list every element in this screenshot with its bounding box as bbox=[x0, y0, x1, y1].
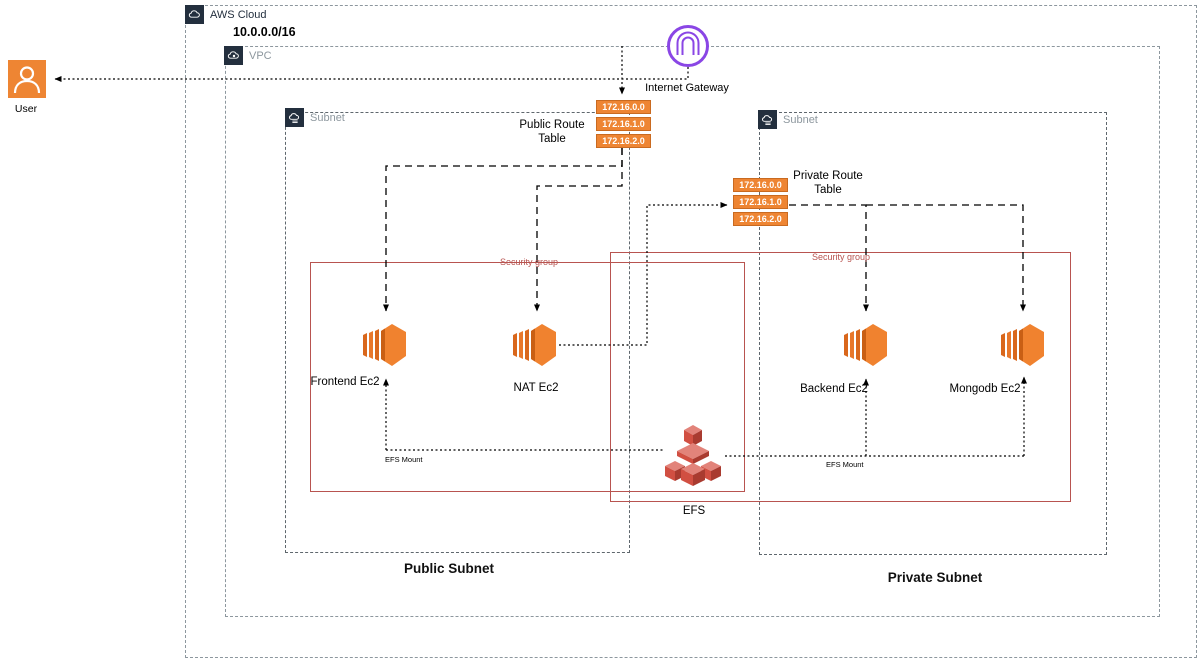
edge-public-rt-to-frontend bbox=[383, 148, 623, 312]
mongodb-ec2-label: Mongodb Ec2 bbox=[949, 383, 1021, 395]
efs-label: EFS bbox=[682, 505, 706, 517]
public-subnet-tag: Subnet bbox=[310, 111, 345, 124]
public-subnet-title: Public Subnet bbox=[403, 561, 495, 576]
vpc-label: VPC bbox=[249, 49, 272, 62]
user-label: User bbox=[14, 103, 38, 115]
public-route-table: 172.16.0.0 172.16.1.0 172.16.2.0 bbox=[596, 100, 651, 151]
private-subnet-title: Private Subnet bbox=[887, 570, 983, 585]
aws-cloud-icon bbox=[185, 5, 204, 24]
route-entry: 172.16.1.0 bbox=[596, 117, 651, 131]
private-subnet-box bbox=[759, 112, 1107, 555]
backend-ec2-icon bbox=[842, 320, 890, 373]
edge-nat-to-private-rt bbox=[559, 202, 728, 346]
route-entry: 172.16.2.0 bbox=[596, 134, 651, 148]
private-security-group-box bbox=[610, 252, 1071, 502]
public-security-group-label: Security group bbox=[500, 257, 559, 267]
route-entry: 172.16.1.0 bbox=[733, 195, 788, 209]
efs-mount-right-label: EFS Mount bbox=[826, 460, 864, 469]
vpc-icon bbox=[224, 46, 243, 65]
route-entry: 172.16.0.0 bbox=[596, 100, 651, 114]
public-subnet-icon bbox=[285, 108, 304, 127]
private-subnet-tag: Subnet bbox=[783, 113, 818, 126]
private-route-table: 172.16.0.0 172.16.1.0 172.16.2.0 bbox=[733, 178, 788, 229]
route-entry: 172.16.2.0 bbox=[733, 212, 788, 226]
nat-ec2-icon bbox=[511, 320, 559, 373]
public-route-table-label: Public Route Table bbox=[519, 119, 585, 145]
private-security-group-label: Security group bbox=[812, 252, 871, 262]
vpc-header: VPC bbox=[224, 46, 272, 65]
internet-gateway-label: Internet Gateway bbox=[645, 82, 729, 94]
backend-ec2-label: Backend Ec2 bbox=[800, 383, 868, 395]
public-subnet-header: Subnet bbox=[285, 108, 345, 127]
aws-cloud-header: AWS Cloud bbox=[185, 5, 266, 24]
mongodb-ec2-icon bbox=[999, 320, 1047, 373]
private-subnet-header: Subnet bbox=[758, 110, 818, 129]
efs-mount-left-label: EFS Mount bbox=[385, 455, 423, 464]
vpc-cidr-label: 10.0.0.0/16 bbox=[233, 25, 296, 39]
private-route-table-label: Private Route Table bbox=[793, 170, 863, 196]
internet-gateway-icon bbox=[666, 24, 710, 73]
aws-cloud-box bbox=[185, 5, 1197, 658]
edge-igw-to-user bbox=[54, 67, 689, 82]
public-subnet-box bbox=[285, 112, 630, 553]
efs-icon bbox=[661, 423, 725, 492]
public-security-group-box bbox=[310, 262, 745, 492]
user-icon bbox=[8, 60, 46, 103]
route-entry: 172.16.0.0 bbox=[733, 178, 788, 192]
aws-cloud-label: AWS Cloud bbox=[210, 8, 267, 21]
frontend-ec2-label: Frontend Ec2 bbox=[310, 376, 380, 388]
edge-private-rt-to-mongodb bbox=[866, 204, 1026, 312]
private-subnet-icon bbox=[758, 110, 777, 129]
frontend-ec2-icon bbox=[361, 320, 409, 373]
nat-ec2-label: NAT Ec2 bbox=[513, 382, 559, 394]
edge-public-rt-to-nat bbox=[534, 148, 623, 312]
